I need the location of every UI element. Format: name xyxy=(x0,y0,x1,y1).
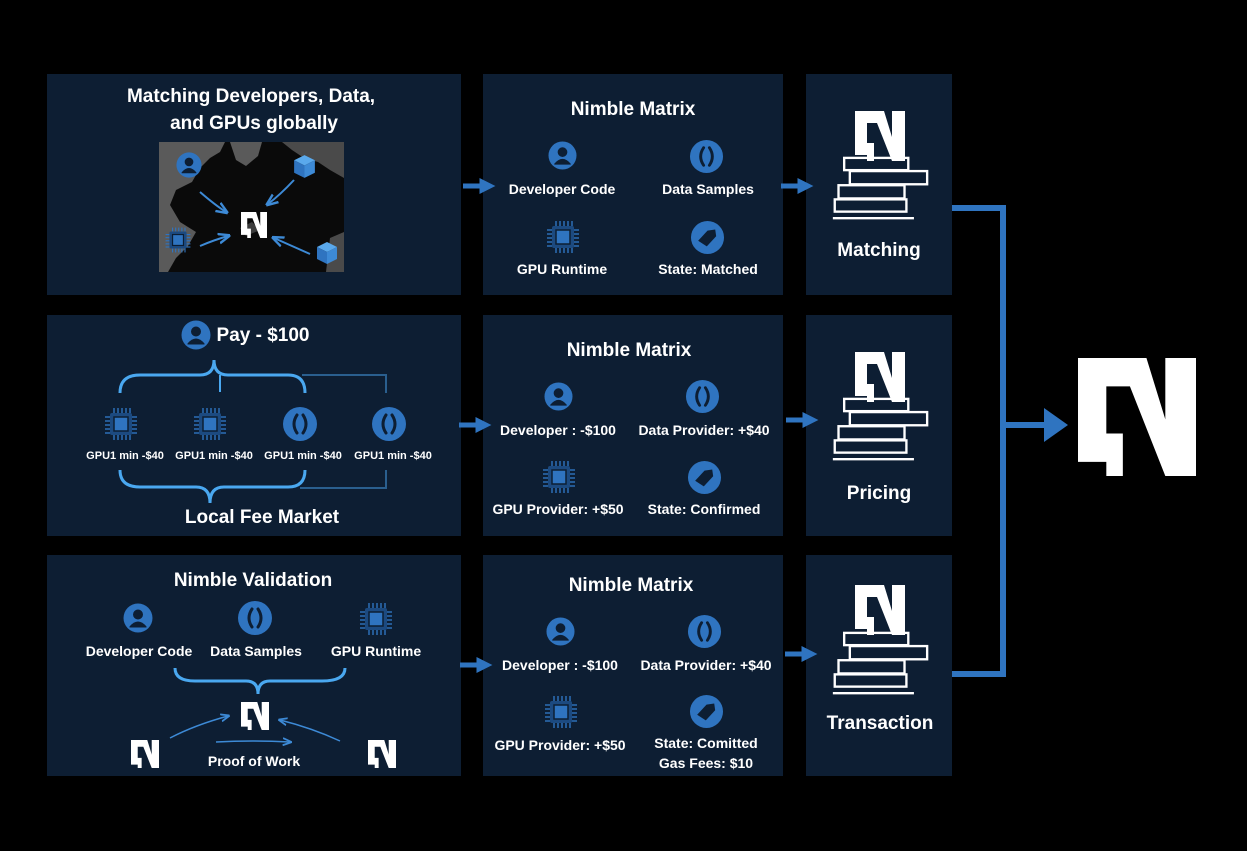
matrix-item-state: State: Confirmed xyxy=(647,501,761,517)
panel-matrix-confirmed xyxy=(483,315,783,536)
validation-item-gpu: GPU Runtime xyxy=(330,643,422,659)
nimble-logo-icon xyxy=(853,352,907,402)
user-icon xyxy=(546,617,575,646)
tag-icon xyxy=(689,694,724,729)
data-icon xyxy=(237,600,273,636)
nimble-logo-icon xyxy=(241,212,267,238)
data-icon xyxy=(282,406,318,442)
matrix-item-state: State: Comitted xyxy=(654,735,758,751)
stack-icon xyxy=(829,156,931,222)
nimble-logo-icon xyxy=(368,740,396,768)
cube-icon xyxy=(291,153,318,180)
nimble-logo-icon xyxy=(241,702,269,730)
user-icon xyxy=(123,603,153,633)
proof-of-work-label: Proof of Work xyxy=(207,753,301,769)
user-icon xyxy=(181,320,211,350)
fee-item-4: GPU1 min -$40 xyxy=(354,450,432,462)
stack-icon xyxy=(829,631,931,697)
matrix-item-gpu: GPU Provider: +$50 xyxy=(494,737,626,753)
panel-matrix-matched xyxy=(483,74,783,295)
chip-icon xyxy=(192,406,228,442)
matrix-item-data: Data Provider: +$40 xyxy=(640,657,772,673)
panel-matrix-committed xyxy=(483,555,783,776)
tag-icon xyxy=(690,220,725,255)
chip-icon xyxy=(358,601,394,637)
validation-item-data: Data Samples xyxy=(210,643,302,659)
matrix-item-data: Data Provider: +$40 xyxy=(638,422,770,438)
nimble-logo-icon xyxy=(853,585,907,635)
user-icon xyxy=(544,382,573,411)
validation-title: Nimble Validation xyxy=(173,570,333,591)
merge-bracket xyxy=(952,205,1048,677)
matrix-item-developer: Developer : -$100 xyxy=(500,422,616,438)
matrix-item-state: State: Matched xyxy=(658,261,758,277)
nimble-logo-icon xyxy=(853,111,907,161)
chip-icon xyxy=(545,219,581,255)
fee-item-2: GPU1 min -$40 xyxy=(175,450,253,462)
validation-brace xyxy=(173,667,347,695)
stage-label-matching: Matching xyxy=(837,240,921,261)
stack-icon xyxy=(829,397,931,463)
nimble-logo-icon xyxy=(131,740,159,768)
panel-validation xyxy=(47,555,461,776)
validation-item-developer: Developer Code xyxy=(85,643,193,659)
matrix-item-data: Data Samples xyxy=(662,181,754,197)
merge-arrow-head xyxy=(1044,408,1068,442)
matrix-item-developer: Developer Code xyxy=(508,181,616,197)
data-icon xyxy=(689,139,724,174)
data-icon xyxy=(371,406,407,442)
pay-brace xyxy=(118,359,307,394)
chip-icon xyxy=(541,459,577,495)
cube-icon xyxy=(314,240,340,266)
fee-brace xyxy=(118,469,307,504)
matrix-item-gpu: GPU Provider: +$50 xyxy=(492,501,624,517)
tag-icon xyxy=(687,460,722,495)
matrix-item-gas-fees: Gas Fees: $10 xyxy=(658,755,754,771)
fee-market-label: Local Fee Market xyxy=(184,507,340,528)
matrix-title: Nimble Matrix xyxy=(570,99,696,120)
user-icon xyxy=(176,152,202,178)
chip-icon xyxy=(543,694,579,730)
matching-title-line2: and GPUs globally xyxy=(170,113,338,134)
chip-icon xyxy=(103,406,139,442)
pay-label: Pay - $100 xyxy=(216,325,310,346)
matching-title-line1: Matching Developers, Data, xyxy=(126,86,376,107)
chip-icon xyxy=(164,226,192,254)
nimble-logo-icon xyxy=(1073,358,1201,476)
matrix-item-developer: Developer : -$100 xyxy=(502,657,618,673)
data-icon xyxy=(687,614,722,649)
matrix-title: Nimble Matrix xyxy=(566,340,692,361)
stage-label-transaction: Transaction xyxy=(826,713,934,734)
stage-label-pricing: Pricing xyxy=(846,483,912,504)
fee-item-3: GPU1 min -$40 xyxy=(264,450,342,462)
matrix-item-gpu: GPU Runtime xyxy=(516,261,608,277)
fee-item-1: GPU1 min -$40 xyxy=(86,450,164,462)
matrix-title: Nimble Matrix xyxy=(568,575,694,596)
data-icon xyxy=(685,379,720,414)
user-icon xyxy=(548,141,577,170)
